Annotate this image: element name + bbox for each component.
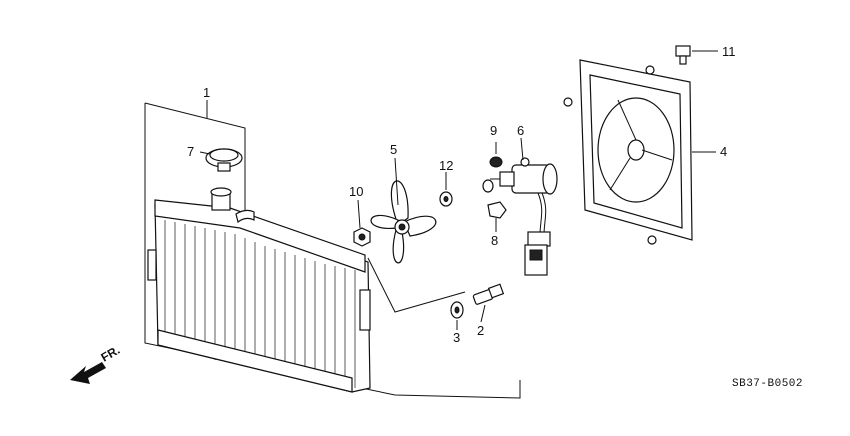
callout-10: 10 xyxy=(349,184,363,199)
callout-6: 6 xyxy=(517,123,524,138)
callout-5: 5 xyxy=(390,142,397,157)
motor-washer xyxy=(482,179,494,193)
callout-1: 1 xyxy=(203,85,210,100)
radiator xyxy=(144,102,521,399)
callout-4: 4 xyxy=(720,144,727,159)
fan-shroud xyxy=(563,59,693,245)
callout-3: 3 xyxy=(453,330,460,345)
callout-12: 12 xyxy=(439,158,453,173)
radiator-cap xyxy=(199,148,243,172)
front-direction-label: FR. xyxy=(99,343,123,365)
leader-lines xyxy=(206,100,716,232)
diagram-code: SB37-B0502 xyxy=(732,378,803,390)
callout-9: 9 xyxy=(490,123,497,138)
bolt-9 xyxy=(489,142,503,168)
fan-motor xyxy=(490,157,558,276)
washer-3 xyxy=(450,301,464,330)
nut-10 xyxy=(353,227,371,247)
clip-8 xyxy=(487,201,507,228)
callout-11: 11 xyxy=(722,44,736,59)
bolt-11 xyxy=(675,45,718,65)
washer-12 xyxy=(439,191,453,207)
callout-8: 8 xyxy=(491,233,498,248)
callout-7: 7 xyxy=(187,144,194,159)
callout-2: 2 xyxy=(477,323,484,338)
drain-plug xyxy=(472,283,505,323)
cooling-fan xyxy=(370,180,437,264)
front-direction-arrow-icon: FR. xyxy=(70,343,122,384)
